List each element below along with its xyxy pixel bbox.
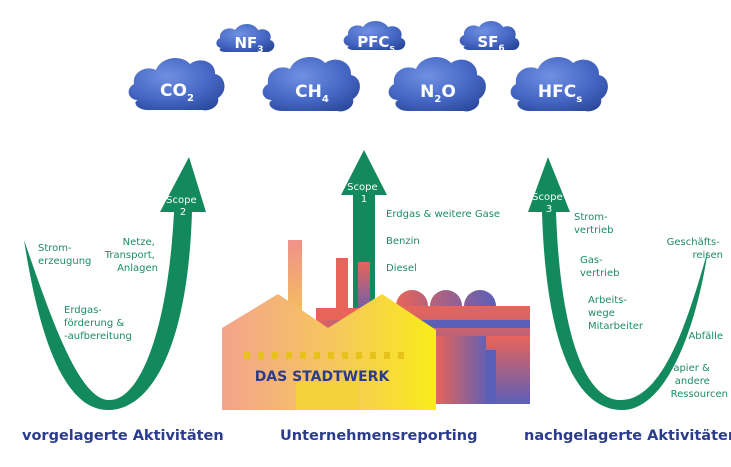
downstream-stromvertrieb: Strom- vertrieb	[574, 212, 614, 236]
scope1-item-erdgas: Erdgas & weitere Gase	[386, 209, 500, 220]
cloud-sf6: SF6	[459, 21, 520, 54]
factory-label: DAS STADTWERK	[255, 369, 391, 385]
downstream-arbeitswege: Arbeits- wege Mitarbeiter	[588, 295, 644, 332]
footer-upstream-label: vorgelagerte Aktivitäten	[22, 428, 224, 444]
label-n2o: N2O	[420, 82, 456, 105]
cloud-nf3: NF3	[216, 24, 275, 55]
cloud-pfcs: PFCs	[343, 21, 406, 54]
label-hfcs: HFCs	[538, 82, 582, 105]
scope1-arrow	[341, 150, 387, 310]
footer-reporting-label: Unternehmensreporting	[280, 428, 478, 444]
scope1-item-diesel: Diesel	[386, 263, 417, 274]
upstream-netze: Netze, Transport, Anlagen	[104, 237, 158, 274]
label-ch4: CH4	[295, 82, 329, 105]
upstream-stromerzeugung: Strom- erzeugung	[38, 243, 91, 267]
downstream-abfaelle: Abfälle	[688, 331, 723, 342]
cloud-ch4: CH4	[262, 57, 360, 112]
footer-downstream-label: nachgelagerte Aktivitäten	[524, 428, 731, 444]
label-sf6: SF6	[477, 33, 504, 54]
scope3-arrow	[528, 157, 708, 410]
factory-illustration	[222, 240, 530, 410]
cloud-n2o: N2O	[388, 57, 486, 112]
cloud-hfcs: HFCs	[510, 57, 608, 112]
downstream-geschaeftsreisen: Geschäfts- reisen	[667, 237, 723, 261]
downstream-gasvertrieb: Gas- vertrieb	[580, 255, 620, 279]
scope2-arrow	[24, 157, 206, 410]
scope3-label: Scope 3	[532, 192, 566, 215]
cloud-co2: CO2	[128, 58, 225, 111]
label-nf3: NF3	[234, 34, 263, 55]
scope2-label: Scope 2	[166, 195, 200, 218]
label-pfcs: PFCs	[357, 33, 395, 54]
scope1-item-benzin: Benzin	[386, 236, 420, 247]
upstream-erdgasfoerderung: Erdgas- förderung & -aufbereitung	[64, 305, 132, 342]
label-co2: CO2	[160, 81, 194, 104]
scope1-label: Scope 1	[347, 182, 381, 205]
downstream-papier: Papier & andere Ressourcen	[668, 363, 728, 400]
